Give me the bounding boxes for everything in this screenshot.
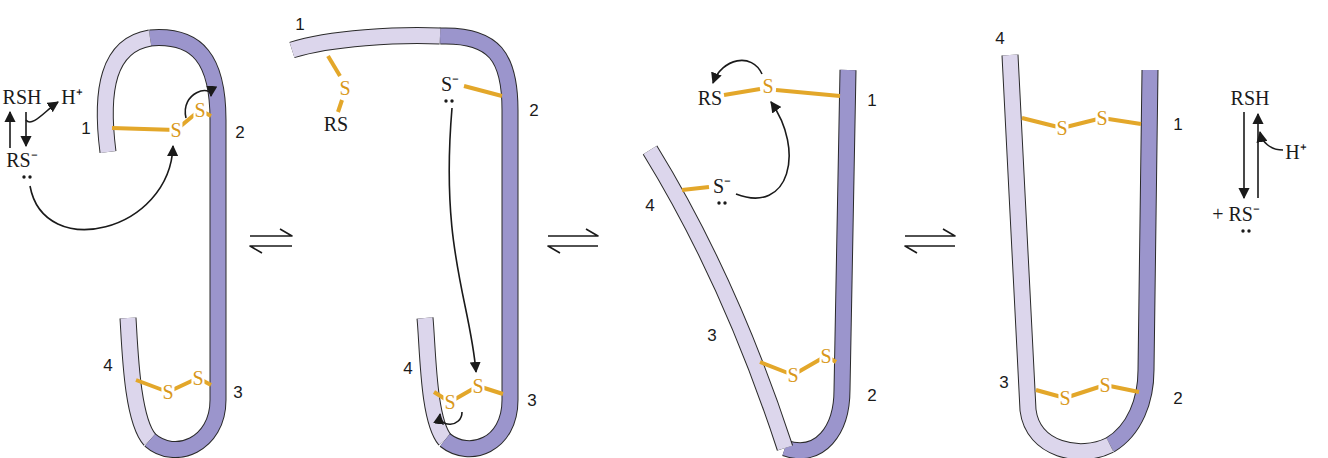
sulfur-atom: S — [1055, 117, 1068, 139]
strand-number: 1 — [1172, 115, 1183, 134]
reagent-label: RSH — [1230, 87, 1271, 109]
strand-number: 1 — [80, 119, 91, 138]
strand-number: 2 — [1172, 389, 1183, 408]
sulfur-atom: S — [761, 75, 774, 97]
sulfur-atom: S — [1098, 374, 1111, 396]
reagent-label: S⁻ — [440, 73, 460, 95]
protein-ribbon — [105, 38, 218, 450]
sulfur-atom: S — [786, 364, 799, 386]
strand-number: 4 — [102, 356, 113, 375]
reagent-label: RS⁻ — [5, 149, 38, 171]
strand-number: 3 — [998, 373, 1009, 392]
strand-number: 1 — [866, 91, 877, 110]
strand-number: 4 — [644, 196, 655, 215]
strand-number: 3 — [706, 326, 717, 345]
strand-number: 4 — [402, 359, 413, 378]
reagent-label: H⁺ — [1284, 141, 1307, 163]
strand-number: 2 — [528, 101, 539, 120]
sulfur-atom: S — [471, 375, 484, 397]
protein-ribbon — [292, 36, 510, 449]
strand-number: 2 — [234, 123, 245, 142]
reagent-label: + RS⁻ — [1211, 203, 1261, 225]
equilibrium-arrow — [250, 229, 955, 253]
strand-number: 2 — [866, 386, 877, 405]
sulfur-atom: S — [169, 119, 182, 141]
reagent-label: S⁻ — [712, 175, 732, 197]
disulfide-bond — [112, 56, 1141, 402]
strand-number: 4 — [994, 29, 1005, 48]
protein-ribbon — [650, 70, 848, 451]
sulfur-atom: S — [191, 367, 204, 389]
reagent-label: RS — [323, 113, 349, 135]
reagent-label: RS — [697, 87, 723, 109]
strand-number: 3 — [526, 391, 537, 410]
strand-number: 1 — [294, 15, 305, 34]
sulfur-atom: S — [819, 345, 832, 367]
sulfur-atom: S — [1095, 107, 1108, 129]
protein-ribbon — [1010, 55, 1150, 452]
sulfur-atom: S — [443, 391, 456, 413]
reagent-label: RSH — [2, 86, 43, 108]
sulfur-atom: S — [193, 99, 206, 121]
lone-pair-dots — [22, 99, 1250, 232]
reagent-label: H⁺ — [60, 86, 83, 108]
strand-number: 3 — [232, 383, 243, 402]
reaction-arrow — [10, 60, 1283, 424]
sulfur-atom: S — [161, 381, 174, 403]
sulfur-atom: S — [338, 77, 351, 99]
sulfur-atom: S — [1058, 387, 1071, 409]
